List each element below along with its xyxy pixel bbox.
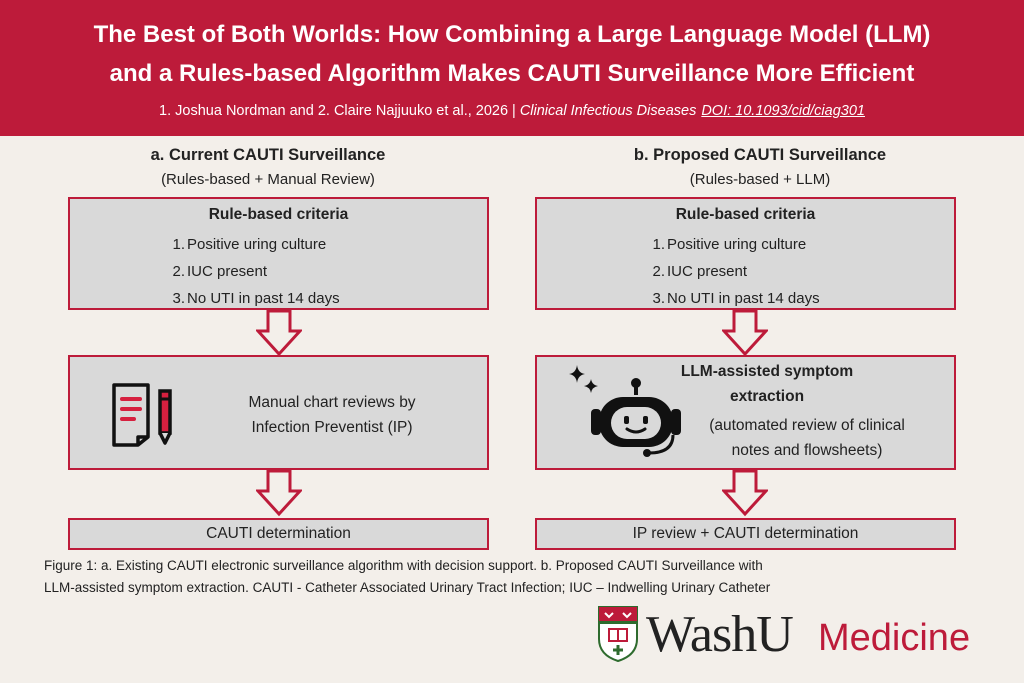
- title-line-1: The Best of Both Worlds: How Combining a…: [93, 21, 931, 48]
- title-line-2: and a Rules-based Algorithm Makes CAUTI …: [109, 60, 915, 87]
- left-criteria-list: 1.Positive uring culture 2.IUC present 3…: [165, 231, 487, 312]
- sparkle-icon: [569, 365, 598, 393]
- right-column-subtitle: (Rules-based + LLM): [689, 171, 831, 188]
- right-criteria-box: Rule-based criteria 1.Positive uring cul…: [535, 197, 956, 310]
- header-banner: The Best of Both Worlds: How Combining a…: [0, 0, 1024, 136]
- caption-line-2: LLM-assisted symptom extraction. CAUTI -…: [44, 580, 771, 595]
- doi-link[interactable]: DOI: 10.1093/cid/ciag301: [701, 103, 865, 119]
- journal-name: Clinical Infectious Diseases: [519, 103, 697, 119]
- right-down-arrow-2: [722, 469, 768, 517]
- right-column-title: b. Proposed CAUTI Surveillance: [633, 146, 887, 164]
- llm-extraction-description: (automated review of clinical notes and …: [709, 417, 905, 459]
- left-criteria-box: Rule-based criteria 1.Positive uring cul…: [68, 197, 489, 310]
- citation-separator: |: [512, 103, 516, 119]
- robot-icon: [591, 378, 681, 457]
- left-down-arrow-2: [256, 469, 302, 517]
- right-criteria-item: 1.Positive uring culture: [652, 236, 807, 253]
- llm-extraction-box: LLM-assisted symptom extraction (automat…: [535, 355, 956, 470]
- manual-review-text: Manual chart reviews by Infection Preven…: [248, 394, 416, 436]
- washu-shield-icon: [598, 606, 638, 663]
- figure-caption: Figure 1: a. Existing CAUTI electronic s…: [44, 555, 1004, 599]
- llm-extraction-title: LLM-assisted symptom extraction: [680, 363, 854, 405]
- authors: 1. Joshua Nordman and 2. Claire Najjuuko…: [159, 103, 509, 119]
- right-criteria-item: 3.No UTI in past 14 days: [652, 290, 820, 307]
- logo-medicine-text: Medicine: [818, 617, 971, 659]
- left-criteria-title: Rule-based criteria: [208, 206, 349, 223]
- left-criteria-item: 3.No UTI in past 14 days: [172, 290, 340, 307]
- left-column-title: a. Current CAUTI Surveillance: [150, 146, 386, 164]
- left-column-subtitle: (Rules-based + Manual Review): [161, 171, 375, 188]
- left-criteria-item: 1.Positive uring culture: [172, 236, 327, 253]
- left-criteria-item: 2.IUC present: [172, 263, 268, 280]
- manual-review-box: Manual chart reviews by Infection Preven…: [68, 355, 489, 470]
- citation: 1. Joshua Nordman and 2. Claire Najjuuko…: [0, 101, 1024, 121]
- right-down-arrow-1: [722, 309, 768, 357]
- left-down-arrow-1: [256, 309, 302, 357]
- logo-washu-text: WashU: [646, 606, 794, 663]
- right-criteria-list: 1.Positive uring culture 2.IUC present 3…: [645, 231, 954, 312]
- right-result-box: IP review + CAUTI determination: [535, 518, 956, 550]
- left-result-box: CAUTI determination: [68, 518, 489, 550]
- caption-line-1: Figure 1: a. Existing CAUTI electronic s…: [44, 558, 763, 573]
- document-pencil-icon: [112, 383, 172, 447]
- right-criteria-item: 2.IUC present: [652, 263, 748, 280]
- right-criteria-title: Rule-based criteria: [675, 206, 816, 223]
